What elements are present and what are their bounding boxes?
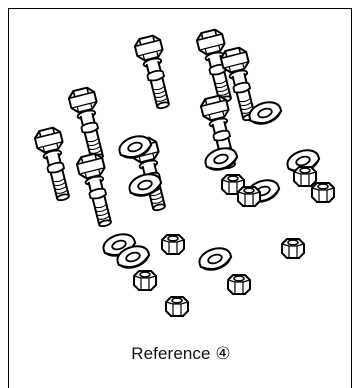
reference-figure-panel: Reference ④: [8, 8, 352, 388]
bolt-1: [132, 33, 178, 112]
nut-5: [161, 234, 185, 255]
nut-7: [133, 270, 157, 291]
bolt-6: [32, 125, 78, 204]
nut-6: [281, 238, 305, 259]
nut-4: [311, 182, 335, 203]
washer-9: [195, 243, 235, 275]
bolt-4: [66, 85, 112, 164]
nut-3: [237, 186, 261, 207]
washer-3: [201, 143, 241, 175]
bolts-nuts-washers-hardware-set-icon: [32, 27, 335, 317]
bolt-7: [74, 151, 120, 230]
nut-9: [165, 296, 189, 317]
figure-caption: Reference ④: [131, 344, 231, 363]
nut-2: [293, 166, 317, 187]
nut-8: [227, 274, 251, 295]
